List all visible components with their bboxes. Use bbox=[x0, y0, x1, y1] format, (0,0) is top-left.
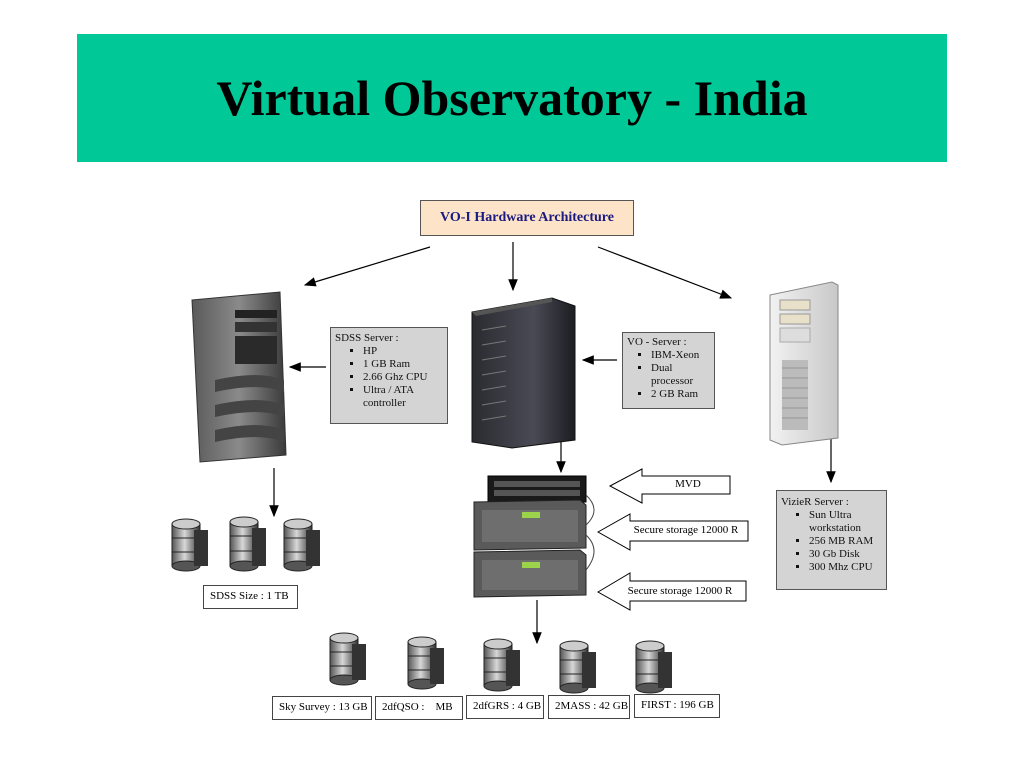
spec-item: 2.66 Ghz CPU bbox=[363, 371, 443, 384]
mvd-label: MVD bbox=[675, 478, 701, 490]
sdss-db-icons bbox=[171, 516, 320, 572]
vizier-server-heading: VizieR Server : bbox=[781, 496, 849, 508]
vo-server-spec: VO - Server : IBM-Xeon Dual processor 2 … bbox=[622, 332, 715, 409]
spec-item: Ultra / ATA controller bbox=[363, 384, 443, 410]
spec-item: IBM-Xeon bbox=[651, 349, 710, 362]
secure-storage-label-2: Secure storage 12000 R bbox=[627, 585, 733, 597]
db-label-2dfgrs: 2dfGRS : 4 GB bbox=[466, 695, 544, 719]
hollow-arrow-storage-1 bbox=[596, 513, 749, 551]
spec-item: 300 Mhz CPU bbox=[809, 561, 882, 574]
database-icon bbox=[635, 640, 672, 694]
db-label-sky-survey: Sky Survey : 13 GB bbox=[272, 696, 372, 720]
bottom-db-icons bbox=[329, 632, 672, 694]
sdss-size-label: SDSS Size : 1 TB bbox=[203, 585, 298, 609]
hollow-arrow-storage-2 bbox=[597, 572, 747, 611]
vo-server-list: IBM-Xeon Dual processor 2 GB Ram bbox=[627, 349, 710, 401]
ibm-tower-image bbox=[471, 297, 576, 449]
root-label: VO-I Hardware Architecture bbox=[440, 210, 614, 225]
sun-tower-image bbox=[769, 281, 839, 446]
db-label-2mass: 2MASS : 42 GB bbox=[548, 695, 630, 719]
database-icon bbox=[229, 516, 266, 572]
spec-item: 1 GB Ram bbox=[363, 358, 443, 371]
spec-item: Sun Ultra workstation bbox=[809, 509, 882, 535]
db-label-2dfqso: 2dfQSO : MB bbox=[375, 696, 463, 720]
spec-item: 30 Gb Disk bbox=[809, 548, 882, 561]
title-band: Virtual Observatory - India bbox=[77, 34, 947, 162]
secure-storage-label-1: Secure storage 12000 R bbox=[633, 524, 739, 536]
hp-tower-image bbox=[191, 291, 287, 463]
slide-title: Virtual Observatory - India bbox=[216, 70, 808, 126]
database-icon bbox=[559, 640, 596, 694]
root-node: VO-I Hardware Architecture bbox=[420, 200, 634, 236]
sdss-server-heading: SDSS Server : bbox=[335, 332, 399, 344]
spec-item: Dual processor bbox=[651, 362, 710, 388]
database-icon bbox=[483, 638, 520, 692]
hollow-arrow-mvd bbox=[608, 468, 731, 504]
vo-server-heading: VO - Server : bbox=[627, 336, 687, 348]
sdss-server-list: HP 1 GB Ram 2.66 Ghz CPU Ultra / ATA con… bbox=[335, 345, 443, 410]
database-icon bbox=[283, 518, 320, 572]
spec-item: 256 MB RAM bbox=[809, 535, 882, 548]
vizier-server-list: Sun Ultra workstation 256 MB RAM 30 Gb D… bbox=[781, 509, 882, 574]
spec-item: HP bbox=[363, 345, 443, 358]
db-label-first: FIRST : 196 GB bbox=[634, 694, 720, 718]
database-icon bbox=[171, 518, 208, 572]
sdss-server-spec: SDSS Server : HP 1 GB Ram 2.66 Ghz CPU U… bbox=[330, 327, 448, 424]
database-icon bbox=[407, 636, 444, 690]
database-icon bbox=[329, 632, 366, 686]
spec-item: 2 GB Ram bbox=[651, 388, 710, 401]
storage-rack-image bbox=[473, 475, 595, 598]
vizier-server-spec: VizieR Server : Sun Ultra workstation 25… bbox=[776, 490, 887, 590]
root-arrows bbox=[303, 242, 733, 299]
